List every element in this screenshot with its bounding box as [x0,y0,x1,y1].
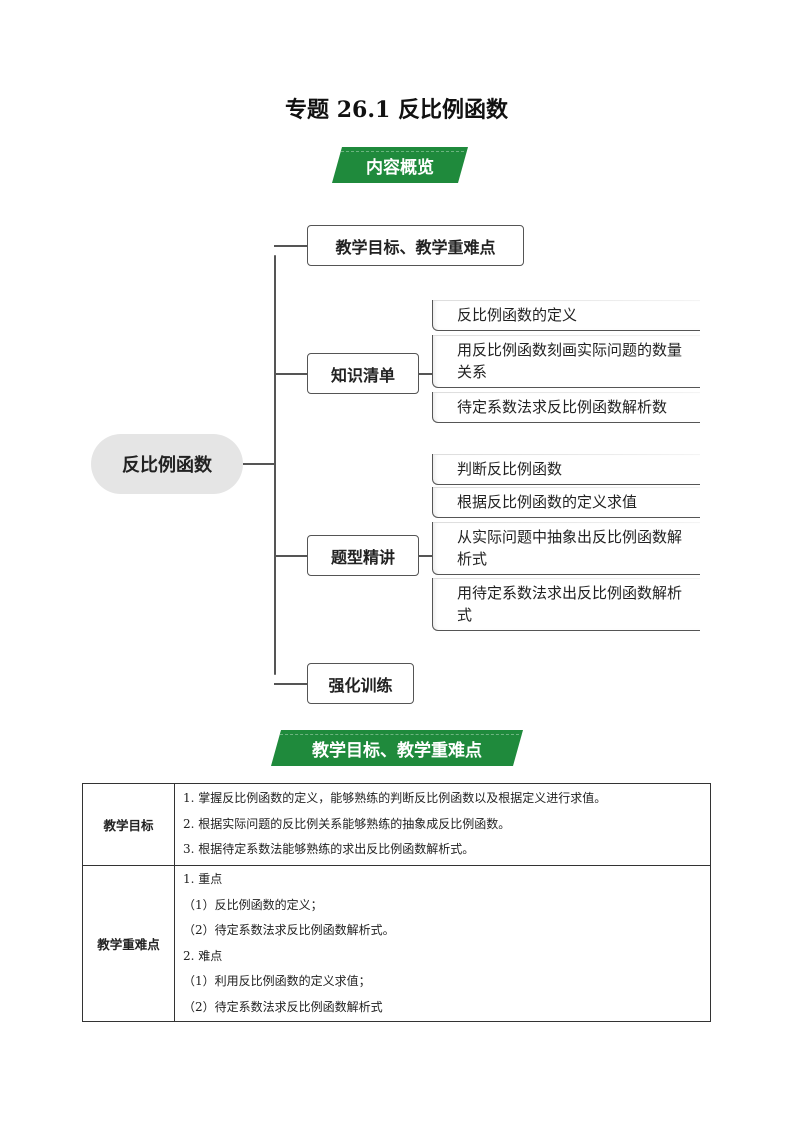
key-line: （2）待定系数法求反比例函数解析式。 [183,923,395,937]
type-item: 用待定系数法求出反比例函数解析式 [432,578,700,631]
type-item: 判断反比例函数 [432,454,700,485]
connector-types-leaves [418,555,432,557]
connector-types [274,555,308,557]
overview-banner: 内容概览 [332,147,468,183]
connector-knowledge [274,373,308,375]
mindmap-root: 反比例函数 [91,434,243,494]
type-item: 根据反比例函数的定义求值 [432,487,700,518]
root-connector [243,463,275,465]
key-line: （1）利用反比例函数的定义求值； [183,974,371,988]
goals-banner-label: 教学目标、教学重难点 [312,740,482,761]
type-item: 从实际问题中抽象出反比例函数解析式 [432,522,700,575]
overview-banner-label: 内容概览 [366,157,434,178]
connector-goals [274,245,308,247]
objectives-table: 教学目标 1. 掌握反比例函数的定义，能够熟练的判断反比例函数以及根据定义进行求… [82,783,711,1022]
table-row: 教学目标 1. 掌握反比例函数的定义，能够熟练的判断反比例函数以及根据定义进行求… [82,783,711,866]
goals-header: 教学目标 [82,783,175,866]
key-line: （1）反比例函数的定义； [183,897,323,912]
page-title: 专题 26.1 反比例函数 [285,97,508,123]
branch-types: 题型精讲 [307,535,419,576]
key-points-cell: 1. 重点 （1）反比例函数的定义； （2）待定系数法求反比例函数解析式。 2.… [174,865,711,1022]
goals-banner: 教学目标、教学重难点 [271,730,523,766]
key-line: 2. 难点 [183,948,223,963]
goals-cell: 1. 掌握反比例函数的定义，能够熟练的判断反比例函数以及根据定义进行求值。 2.… [174,783,711,866]
key-line: 1. 重点 [183,872,223,886]
connector-training [274,683,308,685]
goal-line: 3. 根据待定系数法能够熟练的求出反比例函数解析式。 [183,842,475,857]
branch-training: 强化训练 [307,663,414,704]
knowledge-item: 反比例函数的定义 [432,300,700,331]
connector-knowledge-leaves [418,373,432,375]
key-line: （2）待定系数法求反比例函数解析式 [183,999,383,1014]
knowledge-item: 用反比例函数刻画实际问题的数量关系 [432,335,700,388]
goal-line: 1. 掌握反比例函数的定义，能够熟练的判断反比例函数以及根据定义进行求值。 [183,791,607,806]
table-row: 教学重难点 1. 重点 （1）反比例函数的定义； （2）待定系数法求反比例函数解… [82,865,711,1022]
knowledge-item: 待定系数法求反比例函数解析数 [432,392,700,423]
goal-line: 2. 根据实际问题的反比例关系能够熟练的抽象成反比例函数。 [183,816,511,831]
branch-knowledge: 知识清单 [307,353,419,394]
branch-goals: 教学目标、教学重难点 [307,225,524,266]
key-points-header: 教学重难点 [82,865,175,1022]
trunk-line [274,255,276,675]
